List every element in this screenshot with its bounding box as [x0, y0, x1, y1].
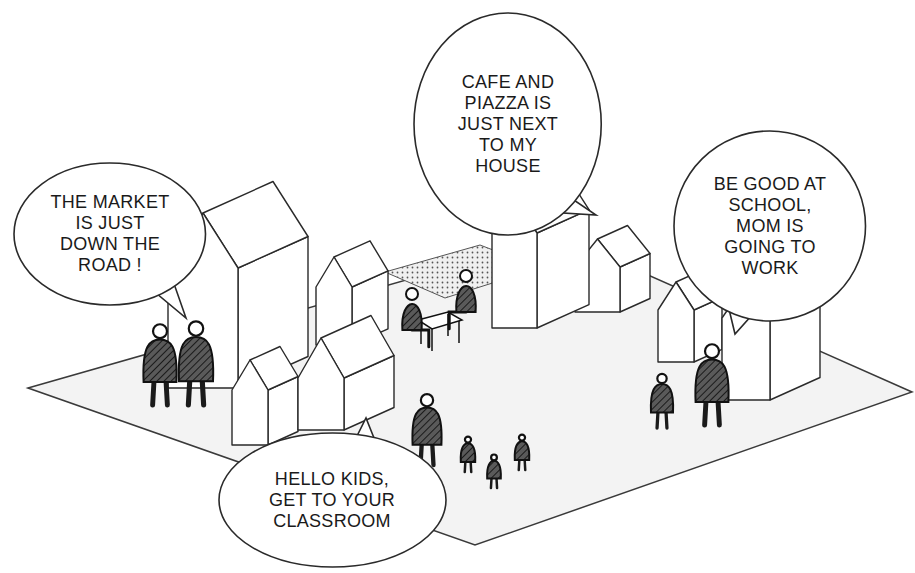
bubble-text: CAFE AND PIAZZA IS JUST NEXT TO MY HOUSE — [447, 72, 569, 177]
person-figure — [412, 394, 441, 465]
bubble-text: THE MARKET IS JUST DOWN THE ROAD ! — [48, 192, 173, 276]
speech-bubble: HELLO KIDS, GET TO YOUR CLASSROOM — [218, 432, 447, 568]
house — [232, 347, 298, 446]
speech-bubble: CAFE AND PIAZZA IS JUST NEXT TO MY HOUSE — [413, 12, 602, 236]
person-figure — [487, 455, 501, 488]
house-front — [298, 338, 344, 430]
seated-figure — [402, 288, 429, 347]
person-figure — [695, 344, 728, 425]
bubble-text: BE GOOD AT SCHOOL, MOM IS GOING TO WORK — [708, 174, 833, 279]
seated-figure — [449, 270, 476, 329]
person-figure — [515, 435, 530, 470]
person-figure — [143, 324, 176, 405]
speech-bubble: BE GOOD AT SCHOOL, MOM IS GOING TO WORK — [673, 130, 867, 322]
person-figure — [179, 321, 213, 405]
people — [143, 270, 728, 488]
house-front — [232, 360, 268, 445]
house — [298, 316, 394, 431]
person-figure — [461, 437, 476, 472]
person-figure — [651, 374, 673, 428]
speech-bubble: THE MARKET IS JUST DOWN THE ROAD ! — [13, 162, 207, 306]
bubble-tails — [150, 196, 752, 448]
bubble-text: HELLO KIDS, GET TO YOUR CLASSROOM — [257, 469, 407, 532]
house-front — [658, 282, 694, 362]
